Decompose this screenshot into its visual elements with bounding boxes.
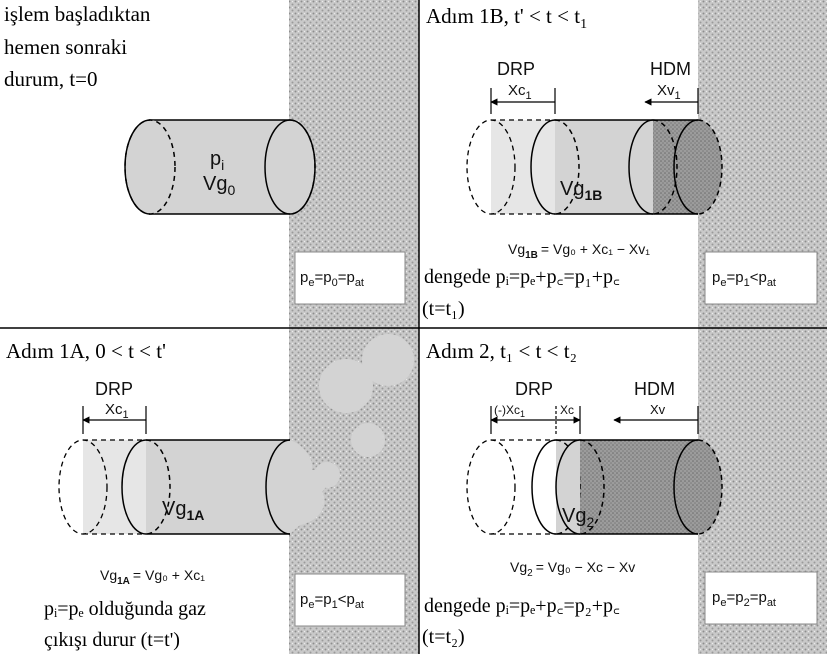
svg-text:pe=p1<pat: pe=p1<pat [300, 591, 364, 611]
vg1b-label: Vg1B [560, 178, 602, 203]
panel-bottom-right: Adım 2, t₁ < t < t₂ DRP (-)Xc1 Xc HDM Xv [422, 339, 818, 648]
caption-line-1: işlem başladıktan [4, 2, 151, 26]
xc1-label: Xc1 [105, 401, 129, 421]
pressure-box: pe=p1<pat [294, 573, 406, 627]
caption-line-3: durum, t=0 [4, 67, 98, 91]
rock-wall-right [698, 0, 827, 654]
svg-text:pe=p1<pat: pe=p1<pat [712, 269, 776, 289]
panel-top-left: işlem başladıktan hemen sonraki durum, t… [4, 2, 406, 305]
step-1b-title: Adım 1B, t' < t < t1 [426, 4, 587, 32]
svg-text:pe=p0=pat: pe=p0=pat [300, 269, 364, 289]
step-1a-title: Adım 1A, 0 < t < t' [6, 339, 166, 363]
panel-top-right: Adım 1B, t' < t < t1 DRP Xc1 HDM Xv1 Vg1… [422, 4, 818, 320]
hdm-label: HDM [650, 59, 691, 79]
drp-label: DRP [515, 379, 553, 399]
vg2-formula: Vg2= Vg₀ − Xc − Xv [510, 559, 635, 579]
gas-cylinder-1b [466, 119, 723, 215]
svg-text:pe=p2=pat: pe=p2=pat [712, 589, 776, 609]
gas-cylinder-1a [58, 439, 291, 535]
equilibrium-2: dengede pᵢ=pₑ+p꜀=p₂+p꜀ [424, 595, 620, 617]
xv1-label: Xv1 [657, 82, 681, 102]
xc1-label: Xc1 [508, 82, 532, 102]
hdm-label: HDM [634, 379, 675, 399]
time-2: (t=t₂) [422, 626, 465, 648]
vg1b-formula: Vg1B= Vg₀ + Xc₁ − Xv₁ [508, 241, 650, 261]
pressure-box: pe=p1<pat [704, 251, 818, 305]
panel-bottom-left: Adım 1A, 0 < t < t' DRP Xc1 Vg1A Vg1 [6, 334, 414, 651]
drp-label: DRP [95, 379, 133, 399]
rock-wall-left [289, 0, 419, 654]
gas-cylinder-2 [466, 439, 723, 535]
xc-label: Xc [560, 403, 574, 417]
equilibrium-1b: dengede pᵢ=pₑ+p꜀=p₁+p꜀ [424, 266, 620, 288]
note-line-1: pᵢ=pₑ olduğunda gaz [44, 598, 206, 620]
pressure-box: pe=p0=pat [294, 251, 406, 305]
vg1a-formula: Vg1A= Vg₀ + Xc₁ [100, 567, 205, 587]
pressure-box: pe=p2=pat [704, 571, 818, 625]
gas-cylinder [124, 119, 316, 215]
pi-label: pi [210, 148, 224, 173]
vg2-label: Vg2 [562, 505, 594, 530]
gas-bubbles [290, 334, 414, 534]
step-2-title: Adım 2, t₁ < t < t₂ [426, 339, 577, 363]
caption-line-2: hemen sonraki [4, 35, 127, 59]
vg1a-label: Vg1A [162, 498, 204, 523]
drp-label: DRP [497, 59, 535, 79]
note-line-2: çıkışı durur (t=t') [44, 629, 180, 651]
time-1b: (t=t₁) [422, 298, 465, 320]
xv-label: Xv [650, 402, 666, 417]
vg0-label: Vg0 [203, 173, 235, 198]
neg-xc1-label: (-)Xc1 [494, 403, 525, 419]
